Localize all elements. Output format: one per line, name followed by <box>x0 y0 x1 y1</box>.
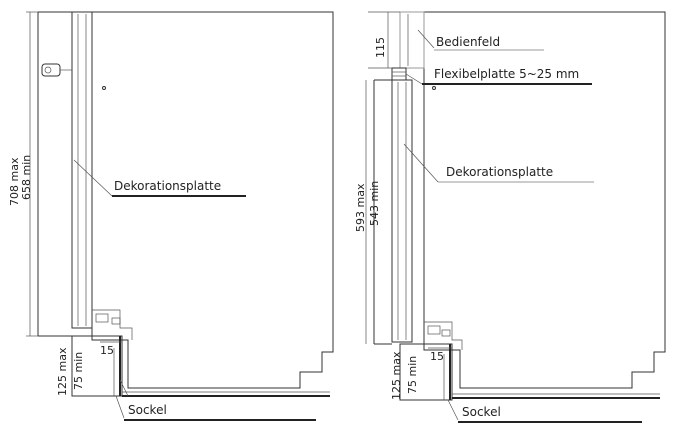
left-height-max: 708 max <box>8 157 21 206</box>
left-appliance-body <box>91 11 334 389</box>
right-control-label: Bedienfeld <box>436 35 500 49</box>
left-decor-panel <box>71 11 93 329</box>
left-plinth-label: Sockel <box>128 403 167 417</box>
right-plinth <box>399 343 453 401</box>
right-flex-label: Flexibelplatte 5~25 mm <box>434 67 579 81</box>
left-drawing: 708 max 658 min Dekorationsplatte 15 125… <box>8 11 334 421</box>
left-panel-label: Dekorationsplatte <box>114 179 221 193</box>
right-top-dim: 115 <box>374 37 387 58</box>
right-drawing: 115 Bedienfeld Flexibelplatte 5~25 mm 59… <box>354 11 666 423</box>
right-gap: 15 <box>430 350 444 363</box>
left-plinth <box>71 335 123 397</box>
right-panel-label: Dekorationsplatte <box>446 165 553 179</box>
left-plinth-min: 75 min <box>72 352 85 390</box>
left-handle <box>41 63 72 77</box>
right-height-max: 593 max <box>354 183 367 232</box>
left-gap: 15 <box>100 344 114 357</box>
right-height-min: 543 min <box>368 181 381 226</box>
right-plinth-label: Sockel <box>462 405 501 419</box>
right-decor-panel <box>391 79 413 343</box>
right-plinth-max: 125 max <box>390 351 403 400</box>
left-plinth-max: 125 max <box>56 347 69 396</box>
right-appliance-body <box>423 11 666 389</box>
left-height-min: 658 min <box>20 155 33 200</box>
right-flex-plate <box>391 67 407 81</box>
right-plinth-min: 75 min <box>406 356 419 394</box>
right-control-panel <box>399 11 425 69</box>
